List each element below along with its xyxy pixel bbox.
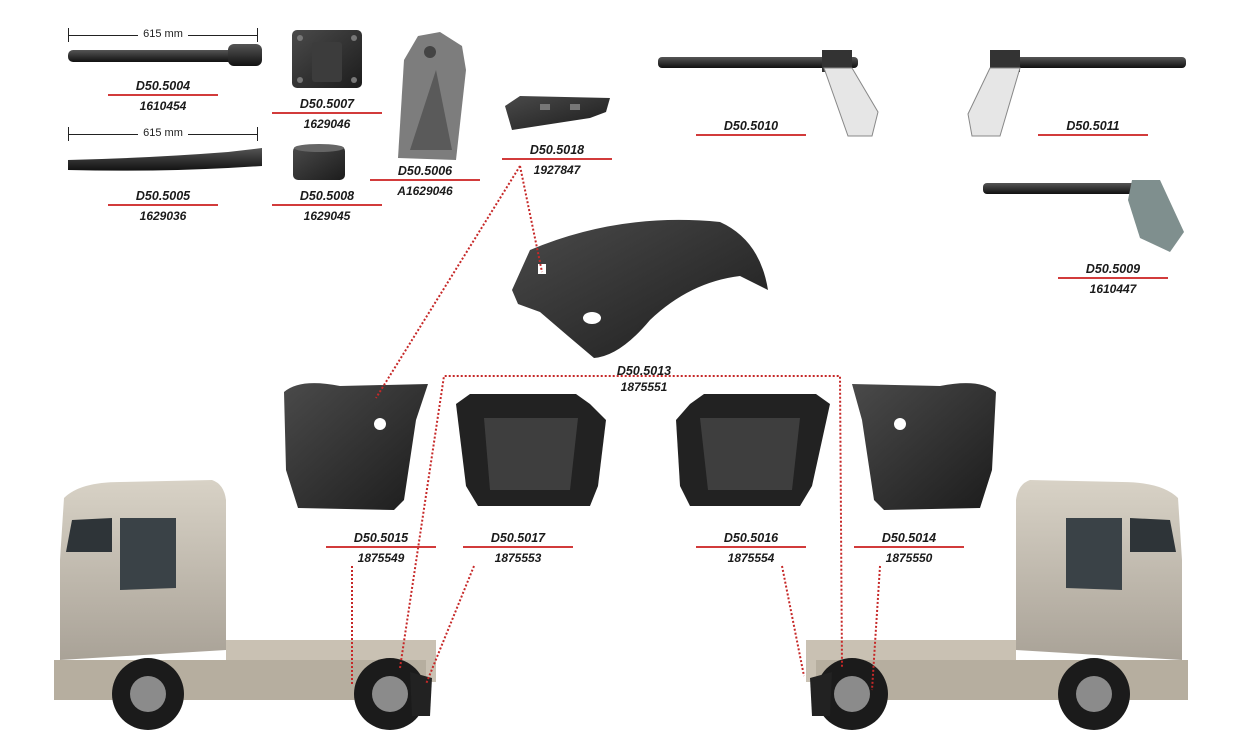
part-code: D50.5010	[696, 119, 806, 136]
support-arm-d50-5010	[658, 50, 879, 137]
part-code: D50.5007	[272, 97, 382, 114]
leader-5016	[781, 565, 805, 677]
part-code: D50.5005	[108, 189, 218, 206]
leader-5018-left	[375, 165, 521, 399]
truck-left	[54, 480, 436, 730]
label-d50-5005: D50.5005 1629036	[108, 189, 218, 223]
dimension-615-bottom: 615 mm	[68, 127, 258, 141]
label-d50-5008: D50.5008 1629045	[272, 189, 382, 223]
part-number: 1610454	[139, 99, 187, 113]
part-number: 1875554	[727, 551, 775, 565]
part-number: 1629045	[303, 209, 351, 223]
label-d50-5009: D50.5009 1610447	[1058, 262, 1168, 296]
part-code: D50.5017	[463, 531, 573, 548]
part-number: 1610447	[1089, 282, 1137, 296]
part-code: D50.5006	[370, 164, 480, 181]
label-d50-5016: D50.5016 1875554	[696, 531, 806, 565]
mudguard-d50-5016	[676, 394, 830, 506]
label-d50-5007: D50.5007 1629046	[272, 97, 382, 131]
bushing-d50-5008	[293, 144, 345, 180]
part-code: D50.5009	[1058, 262, 1168, 279]
part-code: D50.5014	[854, 531, 964, 548]
label-d50-5017: D50.5017 1875553	[463, 531, 573, 565]
label-d50-5010: D50.5010	[696, 119, 806, 139]
leader-5013	[399, 375, 843, 669]
bracket-rod-d50-5005	[68, 148, 262, 171]
part-number: A1629046	[397, 184, 453, 198]
part-code: D50.5018	[502, 143, 612, 160]
part-code: D50.5015	[326, 531, 436, 548]
bracket-casting-d50-5006	[398, 32, 466, 160]
part-number: 1875549	[357, 551, 405, 565]
mudguard-d50-5015	[284, 383, 428, 510]
part-number: 1875550	[885, 551, 933, 565]
part-number: 1875553	[494, 551, 542, 565]
label-d50-5006: D50.5006 A1629046	[370, 164, 480, 198]
support-arm-d50-5009	[983, 180, 1184, 252]
dimension-615-top: 615 mm	[68, 28, 258, 42]
bracket-plate-d50-5007	[292, 30, 362, 88]
mudguard-d50-5014	[852, 383, 996, 510]
part-number: 1875551	[620, 380, 668, 394]
bracket-rod-d50-5004	[68, 44, 262, 66]
label-d50-5004: D50.5004 1610454	[108, 79, 218, 113]
leader-lines	[351, 165, 881, 691]
part-number: 1629036	[139, 209, 187, 223]
part-code: D50.5011	[1038, 119, 1148, 136]
part-code: D50.5016	[696, 531, 806, 548]
mudguard-d50-5017	[456, 394, 606, 506]
support-arm-d50-5011	[967, 50, 1186, 137]
part-code: D50.5008	[272, 189, 382, 206]
part-number: 1629046	[303, 117, 351, 131]
label-d50-5013: D50.5013 1875551	[589, 364, 699, 394]
leader-5014	[871, 565, 881, 691]
label-d50-5014: D50.5014 1875550	[854, 531, 964, 565]
part-code: D50.5004	[108, 79, 218, 96]
truck-right	[806, 480, 1188, 730]
part-code: D50.5013	[616, 364, 672, 378]
part-number: 1927847	[533, 163, 581, 177]
leader-5017	[425, 565, 475, 685]
label-d50-5015: D50.5015 1875549	[326, 531, 436, 565]
wing-fender-d50-5013	[512, 219, 768, 358]
clip-d50-5018	[505, 96, 610, 130]
label-d50-5011: D50.5011	[1038, 119, 1148, 139]
label-d50-5018: D50.5018 1927847	[502, 143, 612, 177]
